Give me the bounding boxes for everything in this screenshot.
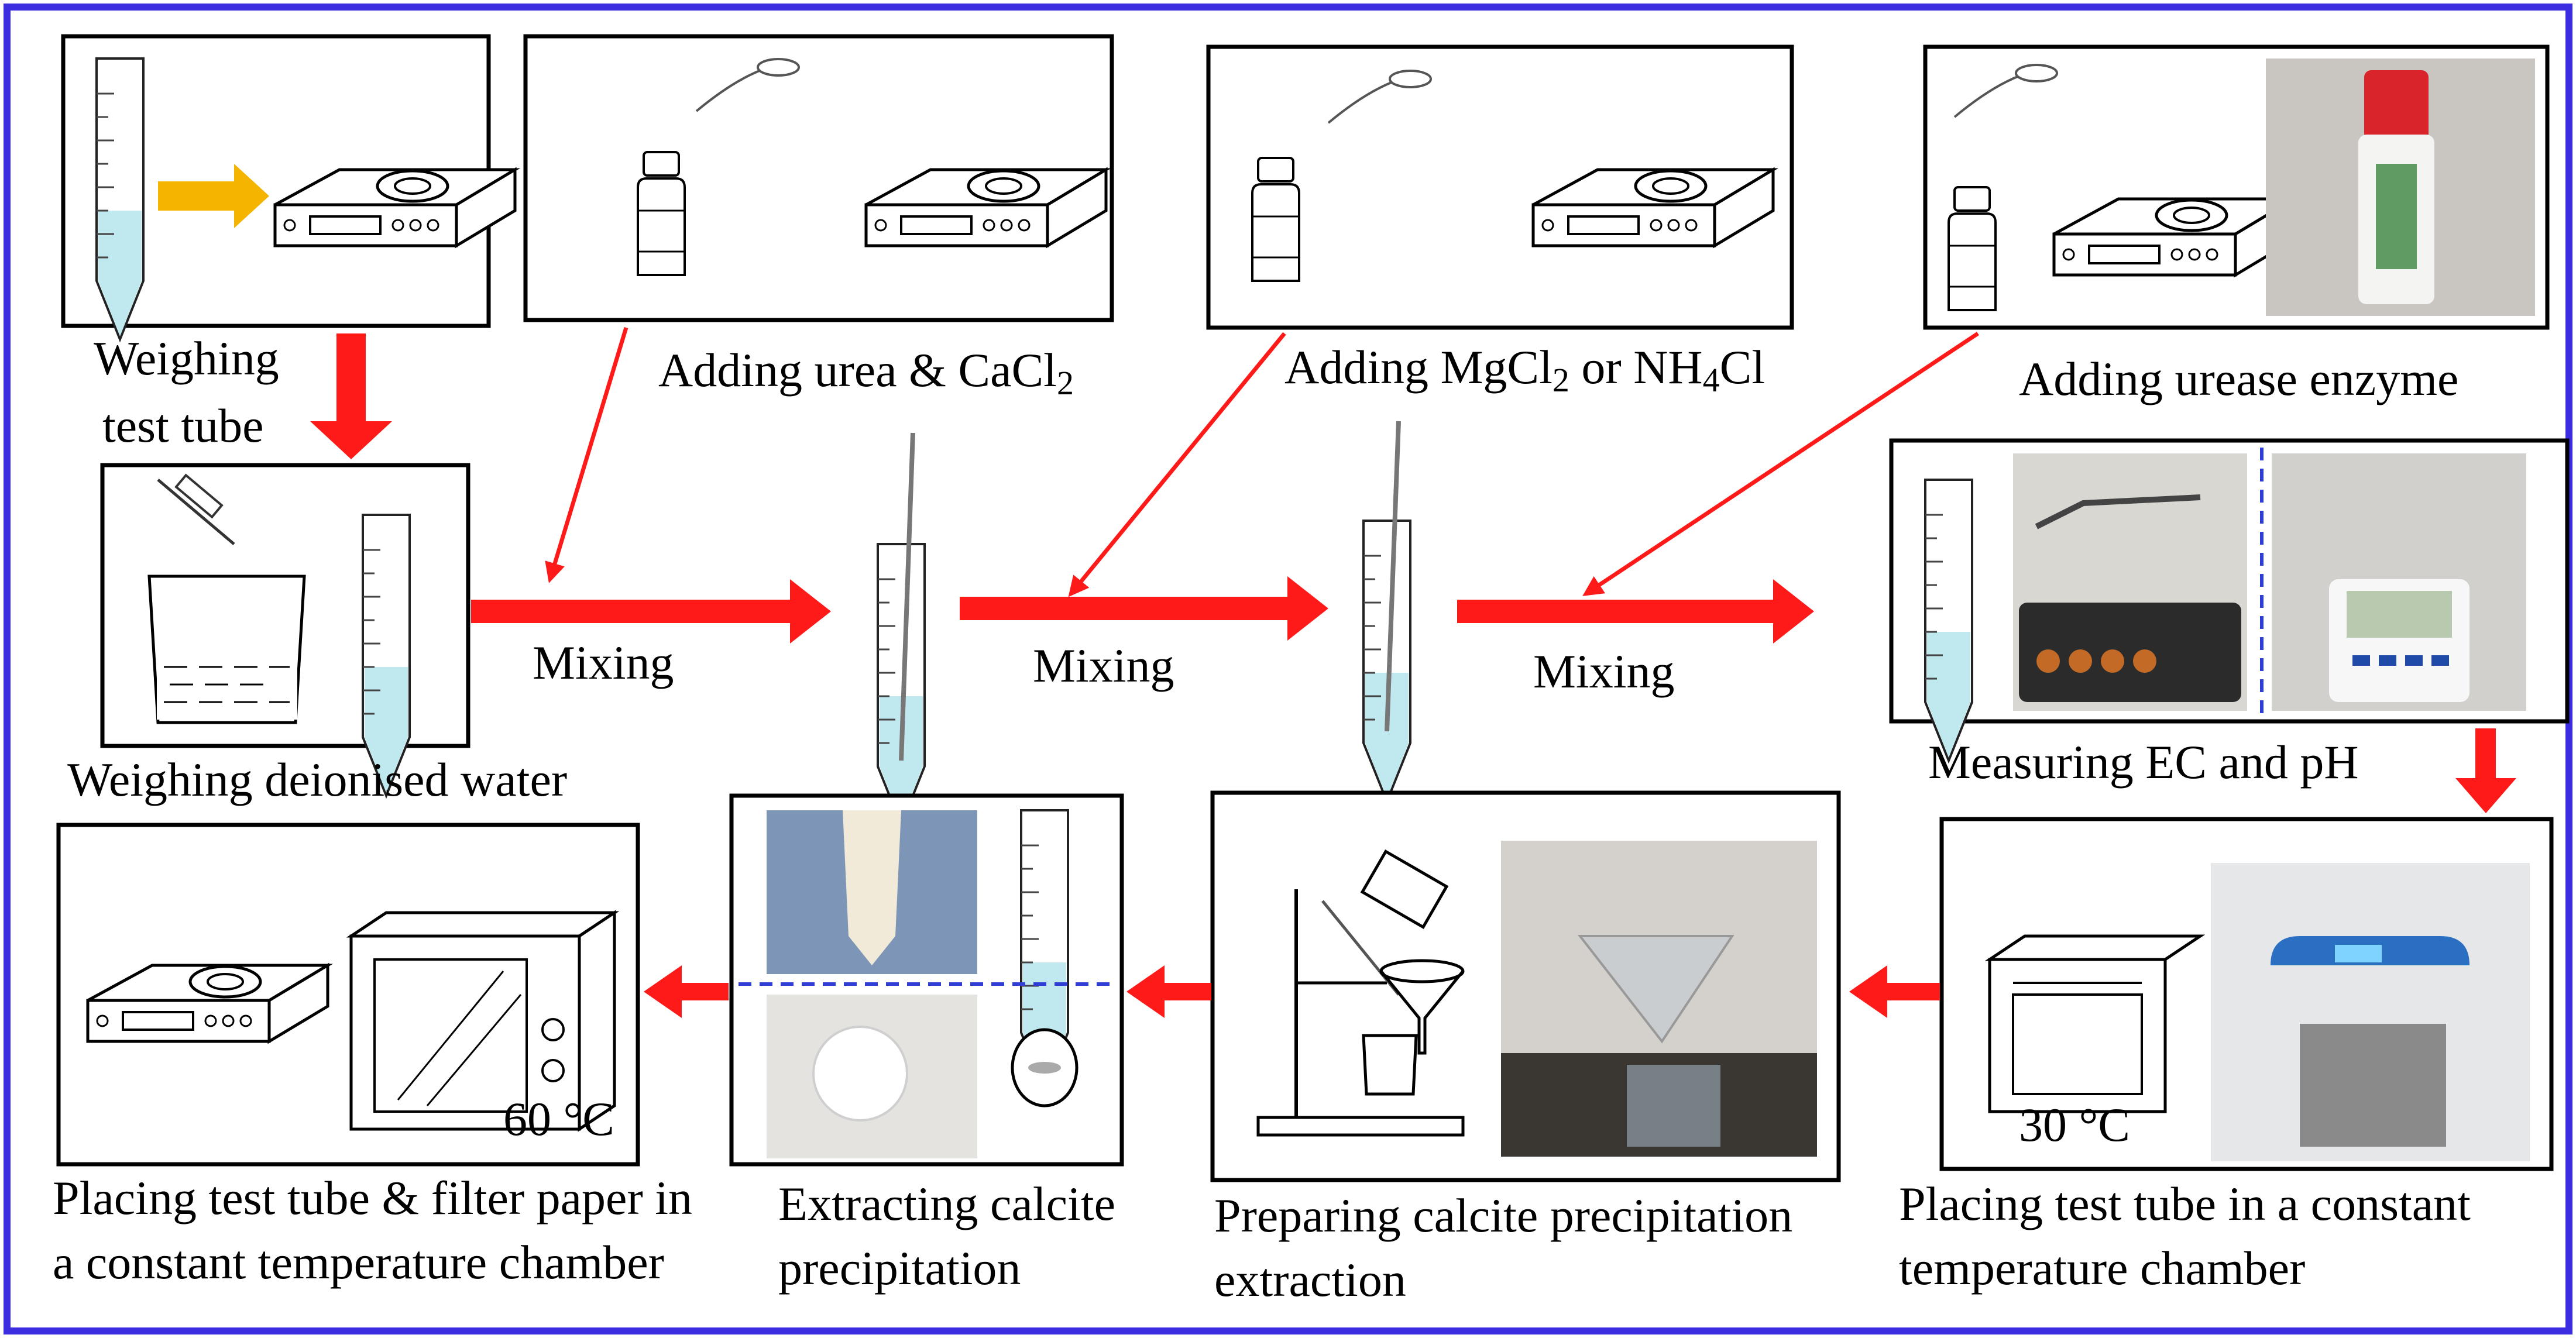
incubate-label: Placing test tube in a constant (1899, 1177, 2471, 1230)
filtration-photo (1501, 841, 1817, 1157)
urease-bottle-photo (2266, 59, 2535, 316)
urea-label: Adding urea & CaCl2 (658, 343, 1074, 402)
dry-temp: 60 °C (503, 1092, 614, 1146)
mix-label-3: Mixing (1533, 645, 1675, 698)
bottle-icon (1251, 157, 1300, 282)
incubate-temp: 30 °C (2019, 1098, 2130, 1151)
dry-label-2: a constant temperature chamber (53, 1236, 664, 1289)
prep-label: Preparing calcite precipitation (1214, 1189, 1793, 1242)
mixing-tube-icon (1362, 421, 1411, 803)
ph-meter-photo (2272, 453, 2526, 711)
mgcl-label: Adding MgCl2 or NH4Cl (1284, 340, 1766, 399)
incubator-photo (2211, 863, 2530, 1161)
prep-label-2: extraction (1214, 1253, 1406, 1306)
weigh-tube-label-2: test tube (102, 399, 264, 452)
yellow-arrow-icon (158, 164, 269, 228)
weigh-tube-label: Weighing (94, 332, 279, 385)
measure-label: Measuring EC and pH (1928, 735, 2359, 789)
filter-paper-photo (767, 995, 977, 1158)
bottle-icon (1948, 186, 1997, 311)
tube-photo (767, 810, 977, 974)
funnel-icon (1360, 849, 1465, 1096)
oven-icon (1984, 934, 2206, 1113)
enzyme-label: Adding urease enzyme (2019, 352, 2459, 405)
mix-label-1: Mixing (533, 636, 674, 689)
addition-arrows (545, 326, 1979, 597)
test-tube-icon (1924, 479, 1973, 762)
meter-photo (2013, 453, 2247, 711)
incubate-label-2: temperature chamber (1899, 1241, 2306, 1295)
water-label: Weighing deionised water (67, 753, 568, 806)
beaker-icon (147, 575, 306, 724)
dry-label: Placing test tube & filter paper in (53, 1171, 693, 1225)
bottle-icon (637, 151, 686, 276)
syringe-icon (157, 473, 235, 545)
extract-label-2: precipitation (778, 1241, 1021, 1295)
test-tube-icon (95, 57, 145, 340)
mixing-tube-icon (877, 432, 926, 826)
extract-label: Extracting calcite (778, 1177, 1115, 1230)
oven-icon (346, 910, 620, 1132)
flow-arrows (310, 333, 2516, 1018)
mix-label-2: Mixing (1033, 639, 1174, 692)
precipitate-icon (1011, 1028, 1079, 1107)
